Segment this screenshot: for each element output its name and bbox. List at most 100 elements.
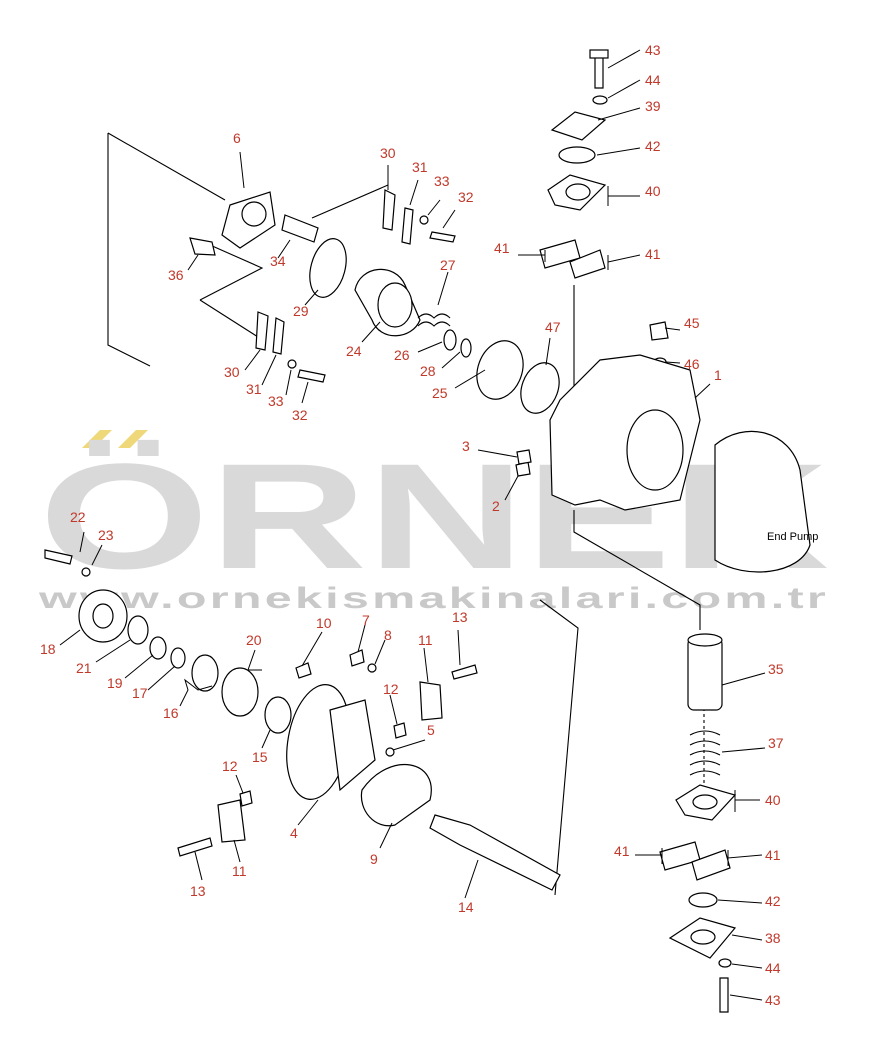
o-ring-47 — [520, 362, 560, 414]
plug-2 — [515, 461, 531, 477]
right-stack-parts: End Pump — [515, 49, 818, 1013]
watermark-accent-right — [118, 430, 148, 448]
plug-3 — [516, 449, 532, 465]
bolt-22 — [44, 549, 73, 565]
callout-2: 2 — [492, 498, 500, 514]
washer-33-upper — [419, 215, 429, 225]
callout-41-top-right: 41 — [645, 246, 661, 262]
o-ring-42-top — [558, 146, 596, 164]
ring-28 — [460, 338, 472, 358]
callout-12-left: 12 — [222, 758, 238, 774]
callout-40-top: 40 — [645, 183, 661, 199]
callout-43-lower: 43 — [765, 992, 781, 1008]
plate-29 — [309, 238, 347, 298]
spring-37 — [689, 730, 721, 776]
bolt-13-left — [177, 837, 213, 857]
assembly-guide-lines — [107, 132, 705, 896]
callout-labels: 6 30 31 33 32 36 34 29 24 27 26 28 25 47… — [40, 42, 784, 1008]
bracket-11-left — [217, 799, 246, 843]
callout-29: 29 — [293, 303, 309, 319]
washer-23 — [81, 567, 91, 577]
spring-20 — [221, 667, 259, 717]
callout-40-lower: 40 — [765, 792, 781, 808]
shaft-14 — [429, 814, 561, 891]
callout-11-right: 11 — [418, 632, 433, 648]
callout-44-lower: 44 — [765, 960, 781, 976]
callout-33-upper: 33 — [434, 173, 450, 189]
leader-lines — [59, 49, 766, 1001]
callout-1: 1 — [714, 367, 722, 383]
callout-8: 8 — [384, 627, 392, 643]
shoe-30-lower — [255, 311, 269, 351]
callout-13-left: 13 — [190, 883, 206, 899]
spring-seat-16 — [191, 654, 219, 692]
lower-left-parts — [44, 549, 561, 891]
callout-33-lower: 33 — [268, 393, 284, 409]
bolt-32-upper — [429, 231, 456, 243]
callout-39: 39 — [645, 98, 661, 114]
callout-36: 36 — [168, 267, 184, 283]
pin-12-right — [393, 722, 407, 739]
watermark-brand: ÖRNEK — [39, 432, 829, 600]
watermark: ÖRNEK www.ornekismakinalari.com.tr — [37, 430, 829, 615]
ring-15 — [264, 696, 292, 734]
end-pump-outline — [714, 430, 811, 573]
callout-24: 24 — [346, 343, 362, 359]
bolt-43-lower — [719, 977, 729, 1013]
callout-45: 45 — [684, 315, 700, 331]
callout-32-lower: 32 — [292, 407, 308, 423]
callout-46: 46 — [684, 356, 700, 372]
pin-7 — [349, 649, 365, 667]
washer-44-lower — [718, 958, 732, 968]
callout-12-right: 12 — [383, 681, 399, 697]
callout-6: 6 — [233, 130, 241, 146]
plate-36 — [189, 237, 216, 256]
callout-21: 21 — [76, 660, 92, 676]
callout-27: 27 — [440, 257, 456, 273]
callout-15: 15 — [252, 749, 268, 765]
swash-4 — [329, 699, 376, 792]
callout-30-lower: 30 — [224, 364, 240, 380]
callout-28: 28 — [420, 363, 436, 379]
shoe-30-upper — [382, 189, 396, 231]
callout-42-lower: 42 — [765, 893, 781, 909]
watermark-accent-left — [82, 430, 112, 448]
cover-39 — [550, 111, 607, 141]
callout-14: 14 — [458, 899, 474, 915]
bearing-19 — [149, 636, 167, 660]
sleeve-35 — [687, 637, 723, 711]
end-pump-label: End Pump — [767, 531, 818, 543]
callout-31-upper: 31 — [412, 159, 428, 175]
clamp-41-lower-right — [691, 849, 731, 881]
callout-31-lower: 31 — [246, 381, 262, 397]
plug-45 — [649, 321, 669, 341]
valve-plate-25 — [476, 340, 524, 400]
callout-16: 16 — [163, 705, 179, 721]
callout-34: 34 — [270, 253, 286, 269]
callout-42-top: 42 — [645, 138, 661, 154]
callout-3: 3 — [462, 438, 470, 454]
ring-17 — [170, 647, 186, 669]
shoe-31-upper — [401, 207, 414, 245]
plug-10 — [295, 662, 312, 679]
callout-47: 47 — [545, 319, 561, 335]
callout-17: 17 — [132, 685, 148, 701]
callout-10: 10 — [316, 615, 332, 631]
o-ring-21 — [127, 615, 149, 645]
o-ring-5 — [385, 747, 395, 757]
callout-38: 38 — [765, 930, 781, 946]
callout-37: 37 — [768, 735, 784, 751]
clamp-41-top-right — [569, 249, 606, 279]
callout-4: 4 — [290, 825, 298, 841]
bracket-11-right — [419, 681, 443, 721]
bolt-13-right — [451, 664, 478, 680]
callout-9: 9 — [370, 851, 378, 867]
callout-43-top: 43 — [645, 42, 661, 58]
upper-pump-parts — [189, 189, 560, 414]
callout-18: 18 — [40, 641, 56, 657]
shoe-31-lower — [272, 317, 285, 355]
washer-33-lower — [287, 359, 297, 369]
callout-26: 26 — [394, 347, 410, 363]
callout-7: 7 — [362, 612, 370, 628]
washer-44-top — [592, 95, 608, 105]
